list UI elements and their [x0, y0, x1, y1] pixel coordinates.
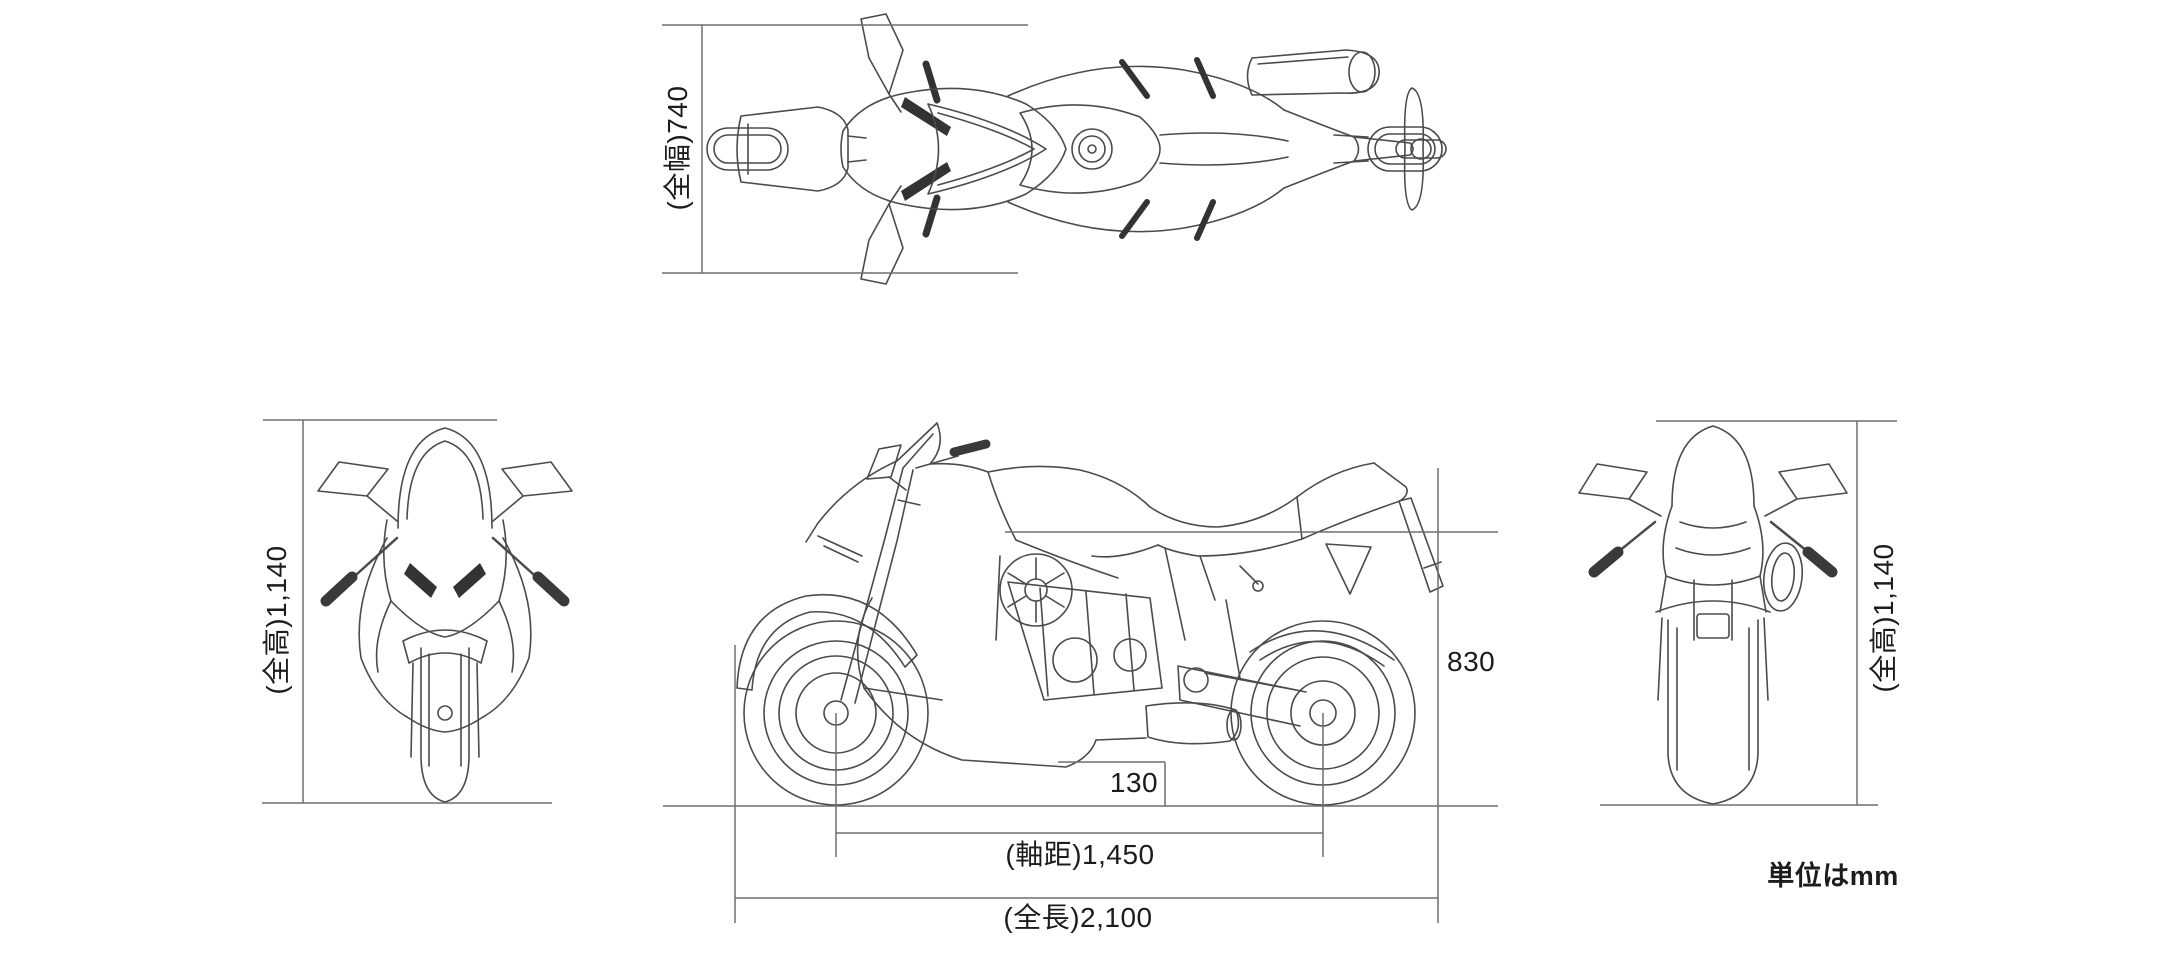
front-view-height-dimension	[262, 419, 552, 804]
seat-height-label: 830	[1447, 646, 1496, 677]
top-view-drawing	[706, 13, 1447, 285]
top-view-width-dimension	[662, 24, 1028, 274]
side-view-drawing	[736, 422, 1444, 806]
front-overall-height-label: (全高)1,140	[261, 545, 292, 695]
side-view-dimensions	[663, 468, 1498, 923]
units-note: 単位はmm	[1767, 861, 1899, 891]
overall-width-label: (全幅)740	[662, 85, 693, 211]
front-view-drawing	[317, 427, 573, 803]
wheelbase-label: (軸距)1,450	[1005, 839, 1155, 870]
rear-overall-height-label: (全高)1,140	[1868, 543, 1899, 693]
rear-view-drawing	[1578, 425, 1848, 805]
ground-clearance-label: 130	[1109, 767, 1159, 798]
overall-length-label: (全長)2,100	[1003, 902, 1153, 933]
rear-view-height-dimension	[1600, 420, 1897, 806]
